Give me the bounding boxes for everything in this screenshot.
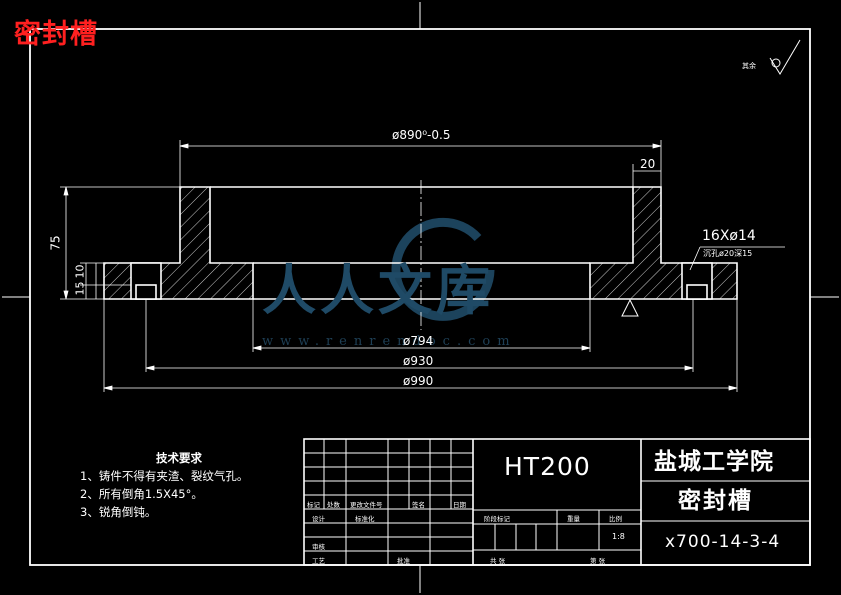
watermark-logo-icon <box>391 217 495 321</box>
tb-scale-value: 1:8 <box>612 532 625 541</box>
tb-label-ratio: 比例 <box>609 515 622 523</box>
drawing-code: x700-14-3-4 <box>665 532 781 552</box>
tb-label-review: 审核 <box>312 543 325 551</box>
tb-label-count: 处数 <box>327 501 340 509</box>
tb-label-design: 设计 <box>312 515 325 523</box>
material-label: HT200 <box>504 452 591 481</box>
tech-requirement-item: 1、铸件不得有夹渣、裂纹气孔。 <box>80 469 249 483</box>
tb-label-weight: 重量 <box>567 515 580 523</box>
drawing-title: 密封槽 <box>14 19 98 50</box>
tech-requirements: 技术要求 1、铸件不得有夹渣、裂纹气孔。 2、所有倒角1.5X45°。 3、锐角… <box>80 449 280 521</box>
tb-label-date: 日期 <box>453 501 466 509</box>
dim-step-15: 15 <box>73 281 87 296</box>
tb-label-stage-mark: 阶段标记 <box>484 515 510 523</box>
tb-label-sheet-no: 第 张 <box>590 557 606 565</box>
tech-requirements-heading: 技术要求 <box>156 451 202 465</box>
dim-mid-diameter: ø930 <box>403 354 434 368</box>
dimension-lines <box>60 140 785 392</box>
dim-holes: 16Xø14 <box>702 228 756 244</box>
tb-label-sign: 签名 <box>412 501 425 509</box>
tech-requirement-item: 3、锐角倒钝。 <box>80 505 157 519</box>
dim-top-diameter: ø890⁰-0.5 <box>392 128 451 142</box>
dim-counterbore: 沉孔ø20深15 <box>703 249 753 258</box>
school-name: 盐城工学院 <box>654 449 774 475</box>
tb-label-sheet-total: 共 张 <box>490 557 506 565</box>
dim-outer-diameter: ø990 <box>403 374 434 388</box>
watermark-text: 人人文库 <box>262 259 494 322</box>
part-cross-section <box>103 186 738 300</box>
tb-label-approve: 批准 <box>397 557 410 565</box>
roughness-note: 其余 <box>742 62 756 70</box>
roughness-symbol-icon <box>621 39 801 317</box>
tech-requirement-item: 2、所有倒角1.5X45°。 <box>80 487 203 501</box>
dim-flange-width: 20 <box>640 157 656 171</box>
dim-inner-diameter: ø794 <box>403 334 434 348</box>
part-name: 密封槽 <box>678 488 753 514</box>
watermark-url: www.renrendoc.com <box>262 334 517 349</box>
dim-height: 75 <box>48 235 63 251</box>
title-block-grid <box>303 438 811 566</box>
tb-label-process: 工艺 <box>312 557 325 565</box>
tb-label-mark: 标记 <box>307 501 320 509</box>
dim-step-10: 10 <box>73 264 87 279</box>
tb-label-change-doc: 更改文件号 <box>350 501 383 509</box>
tb-label-standardize: 标准化 <box>355 515 375 523</box>
